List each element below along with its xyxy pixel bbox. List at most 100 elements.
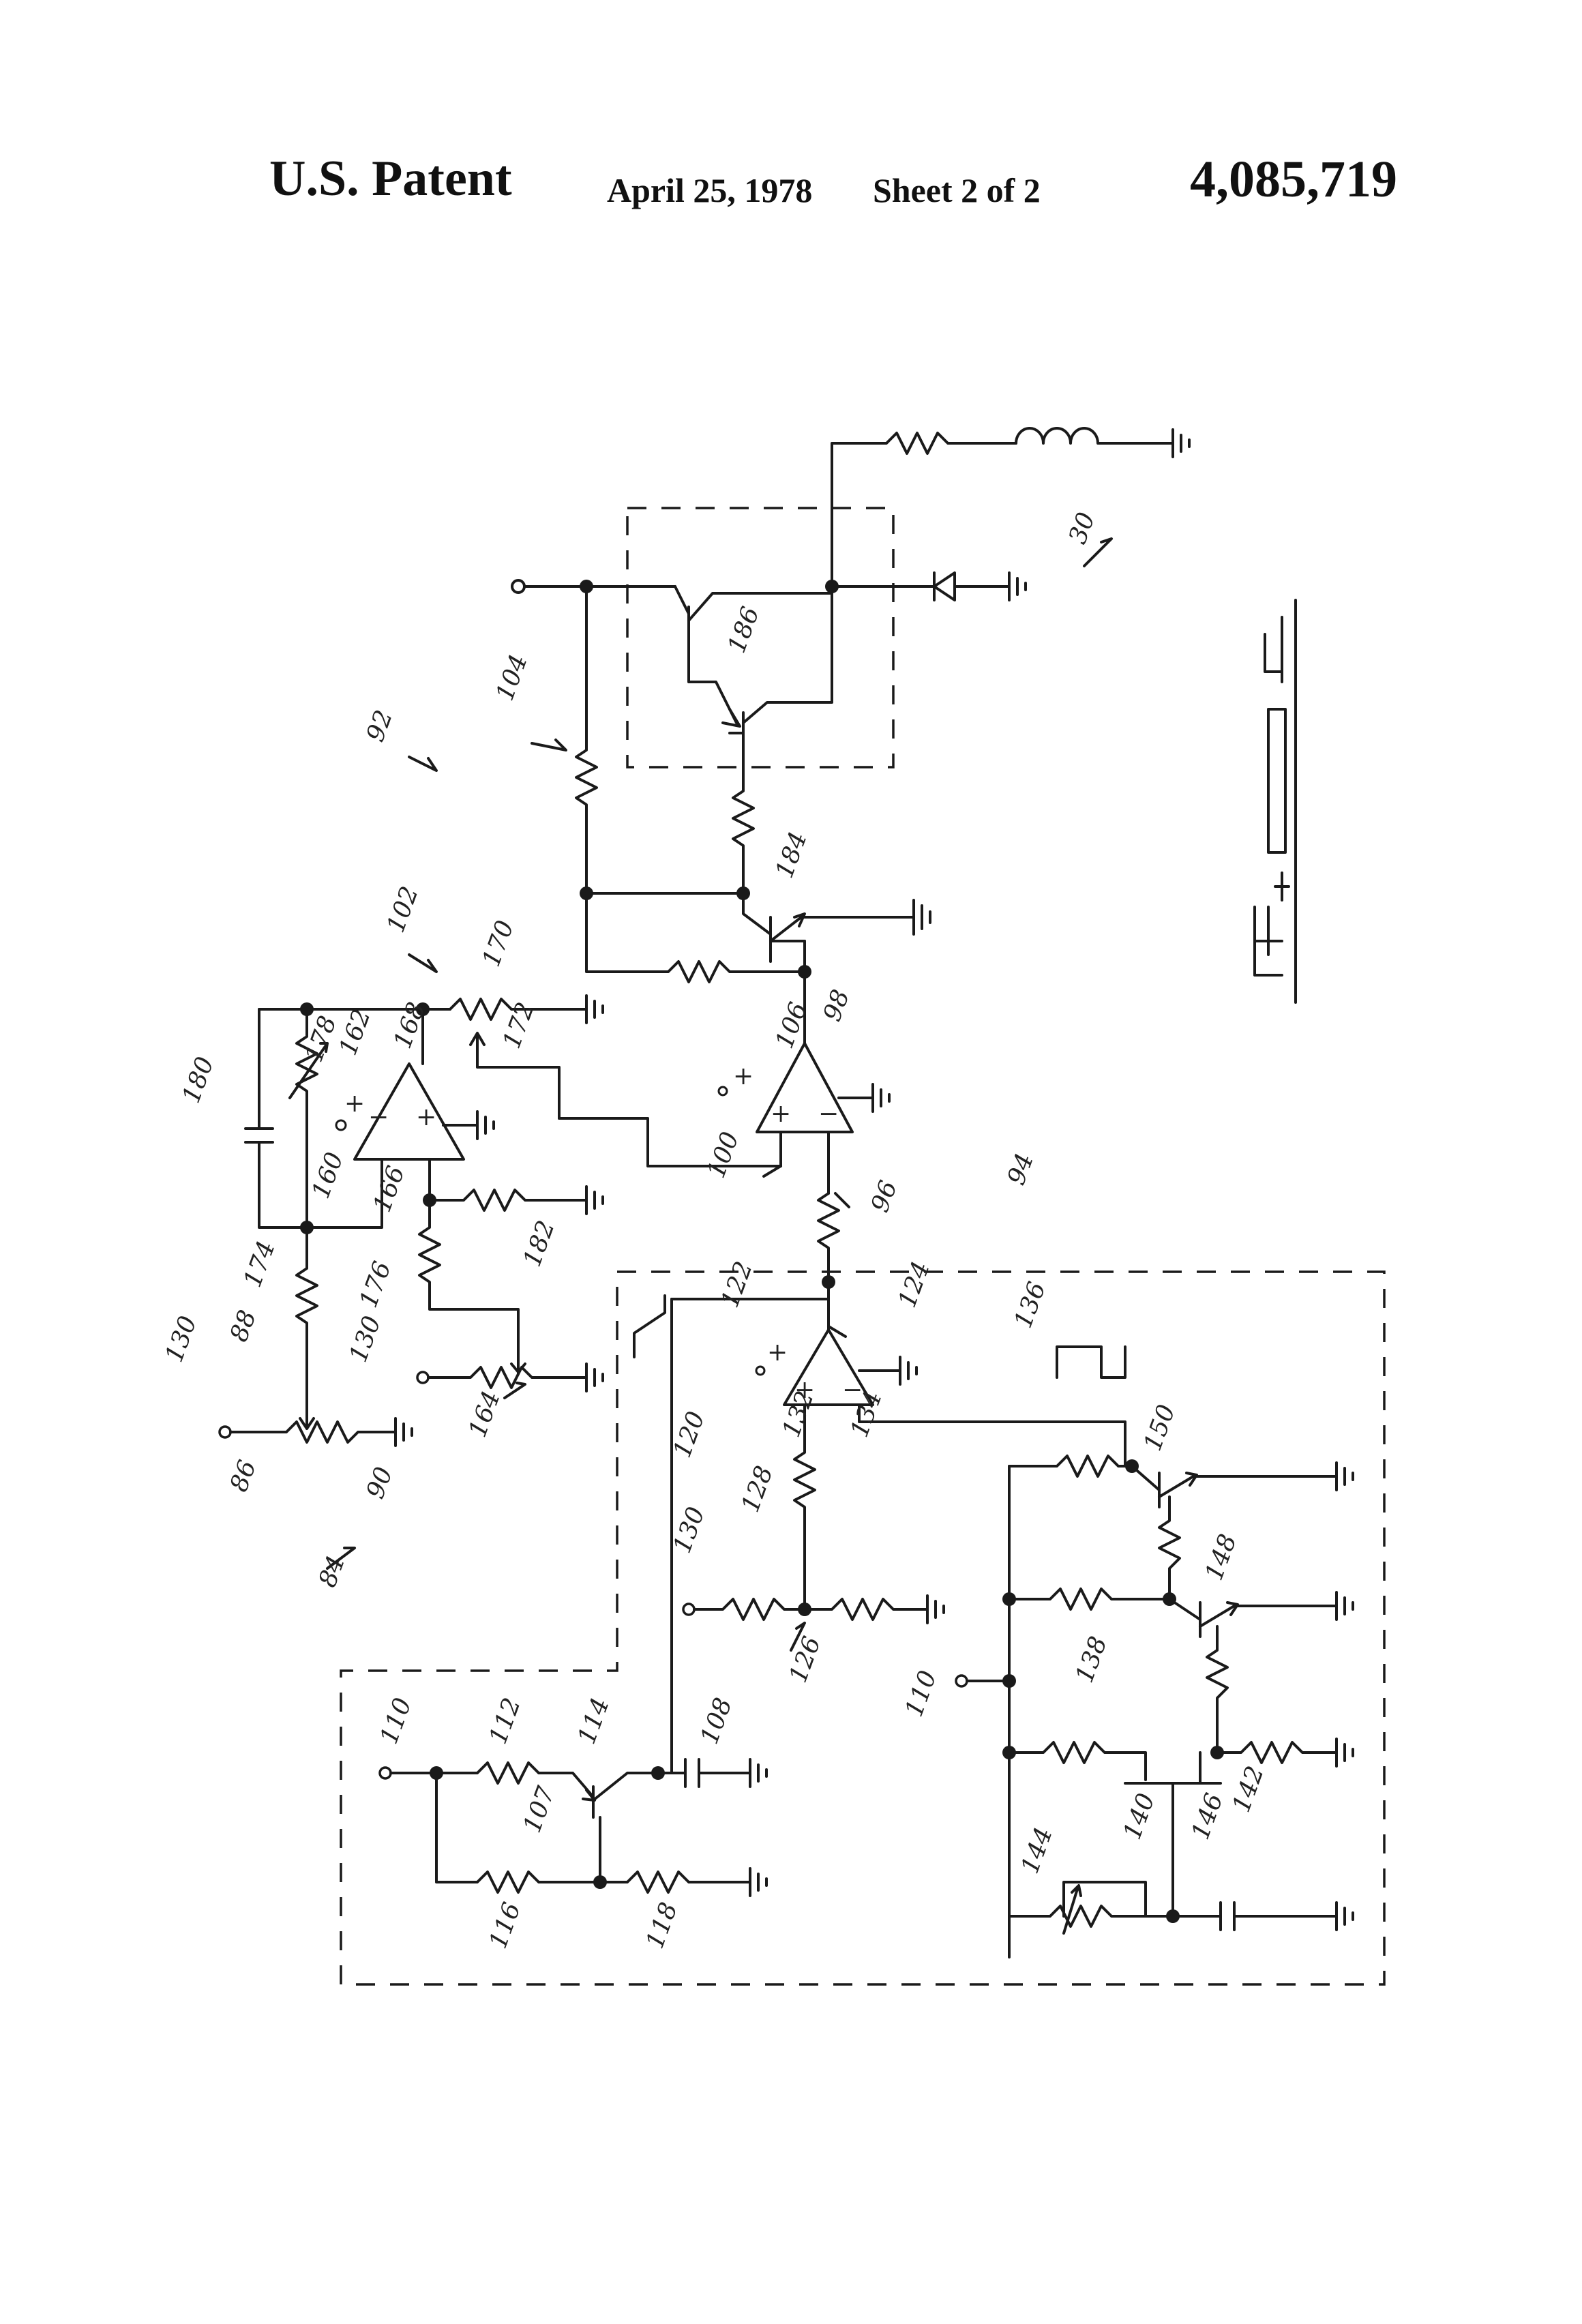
transistor-140 bbox=[1125, 1753, 1221, 1783]
ground-98 bbox=[839, 1084, 889, 1112]
ground-150 bbox=[1337, 1463, 1353, 1490]
label-108: 108 bbox=[696, 1694, 738, 1748]
opamp-162-minus: − bbox=[368, 1103, 389, 1131]
arrow-164 bbox=[505, 1383, 525, 1398]
opamp-98-supply bbox=[719, 1087, 727, 1095]
label-182: 182 bbox=[518, 1217, 561, 1270]
label-142: 142 bbox=[1227, 1762, 1270, 1816]
ground-108 bbox=[750, 1759, 766, 1787]
resistor-116 bbox=[436, 1773, 600, 1892]
potentiometer-144 bbox=[1009, 1906, 1173, 1926]
label-160: 160 bbox=[307, 1148, 349, 1202]
opamp-124-supply-sign: + bbox=[767, 1339, 788, 1367]
pulse-waveform-136 bbox=[1057, 1347, 1125, 1377]
label-94: 94 bbox=[1002, 1150, 1039, 1189]
ground-118 bbox=[750, 1868, 766, 1896]
label-136: 136 bbox=[1009, 1278, 1051, 1332]
transistor-184-base bbox=[771, 941, 805, 968]
opamp-162-plus: + bbox=[416, 1103, 436, 1131]
label-102: 102 bbox=[382, 882, 424, 936]
resistor-coil-series bbox=[832, 433, 1016, 586]
ground-164 bbox=[586, 1364, 603, 1391]
wiper-88 bbox=[300, 1415, 314, 1429]
label-144: 144 bbox=[1016, 1823, 1058, 1877]
diode bbox=[934, 573, 1009, 600]
terminal-130b bbox=[683, 1604, 694, 1615]
resistor-126-upper bbox=[694, 1599, 805, 1620]
label-130c: 130 bbox=[344, 1312, 387, 1366]
label-130a: 130 bbox=[160, 1312, 203, 1366]
label-126: 126 bbox=[784, 1633, 826, 1686]
label-162: 162 bbox=[334, 1005, 376, 1059]
label-150: 150 bbox=[1139, 1401, 1181, 1455]
resistor-104 bbox=[576, 586, 597, 893]
label-148: 148 bbox=[1200, 1530, 1242, 1584]
opamp-98-supply-sign: + bbox=[733, 1062, 753, 1090]
sawtooth-waveform bbox=[634, 1296, 665, 1357]
resistor-150-emitter bbox=[1159, 1497, 1180, 1599]
label-124: 124 bbox=[893, 1257, 936, 1311]
coil-30 bbox=[1016, 428, 1173, 443]
label-138: 138 bbox=[1071, 1633, 1113, 1686]
label-180: 180 bbox=[177, 1053, 220, 1107]
arrow-92 bbox=[409, 757, 436, 771]
label-186: 186 bbox=[723, 603, 765, 657]
label-170: 170 bbox=[477, 917, 520, 970]
resistor-148-emitter bbox=[1207, 1626, 1227, 1753]
ground-coil bbox=[1173, 430, 1189, 457]
ground-126 bbox=[927, 1596, 944, 1623]
terminal-110b bbox=[956, 1675, 967, 1686]
label-30: 30 bbox=[1064, 509, 1101, 548]
label-84: 84 bbox=[314, 1552, 350, 1591]
resistor-174 bbox=[297, 1227, 317, 1415]
label-132: 132 bbox=[777, 1387, 820, 1441]
label-168: 168 bbox=[389, 998, 431, 1052]
label-164: 164 bbox=[464, 1387, 506, 1441]
resistor-142 bbox=[1217, 1742, 1337, 1763]
potentiometer-164 bbox=[428, 1367, 586, 1388]
transistor-150 bbox=[1132, 1466, 1337, 1507]
ground-142 bbox=[1337, 1739, 1353, 1766]
resistor-176 bbox=[419, 1200, 518, 1364]
signal-box-94: + − + bbox=[341, 1272, 1384, 1984]
darlington-box-186 bbox=[627, 508, 893, 767]
label-128: 128 bbox=[736, 1462, 779, 1516]
opamp-162-supply-sign: + bbox=[344, 1090, 365, 1118]
label-110a: 110 bbox=[375, 1694, 417, 1748]
transistor-148 bbox=[1169, 1599, 1337, 1637]
label-88: 88 bbox=[225, 1307, 262, 1345]
transistor-184 bbox=[771, 917, 914, 962]
ground-148 bbox=[1337, 1592, 1353, 1620]
label-116: 116 bbox=[484, 1898, 526, 1952]
wiper-172-wire bbox=[477, 1060, 559, 1118]
resistor-96 bbox=[818, 1193, 839, 1282]
label-90: 90 bbox=[361, 1463, 398, 1502]
terminal-130a bbox=[220, 1427, 230, 1437]
wiper-172 bbox=[471, 1033, 484, 1060]
ground-90 bbox=[395, 1418, 412, 1446]
reference-labels: 30 186 104 92 184 102 170 98 106 178 162… bbox=[160, 509, 1270, 1952]
resistor-182 bbox=[430, 1190, 586, 1210]
label-174: 174 bbox=[239, 1237, 281, 1291]
label-96: 96 bbox=[866, 1177, 903, 1216]
figure-label-graphic bbox=[1255, 600, 1296, 1002]
label-104: 104 bbox=[491, 651, 533, 704]
label-112: 112 bbox=[484, 1694, 526, 1748]
opamp-162-network: − + + bbox=[245, 996, 603, 1415]
resistor-150-base bbox=[1009, 1456, 1132, 1476]
label-140: 140 bbox=[1118, 1789, 1161, 1843]
arrow-102 bbox=[409, 955, 436, 972]
ground-146 bbox=[1337, 1903, 1353, 1930]
ground-170 bbox=[586, 996, 603, 1023]
resistor-base-186 bbox=[733, 736, 753, 893]
ground-diode bbox=[1009, 573, 1026, 600]
fig-label-letter bbox=[1255, 907, 1282, 975]
label-176: 176 bbox=[355, 1257, 397, 1311]
label-120: 120 bbox=[668, 1407, 711, 1461]
wire-134 bbox=[859, 1405, 1125, 1466]
label-122: 122 bbox=[716, 1257, 758, 1311]
label-86: 86 bbox=[225, 1457, 262, 1495]
transistor-114 bbox=[593, 1773, 672, 1817]
